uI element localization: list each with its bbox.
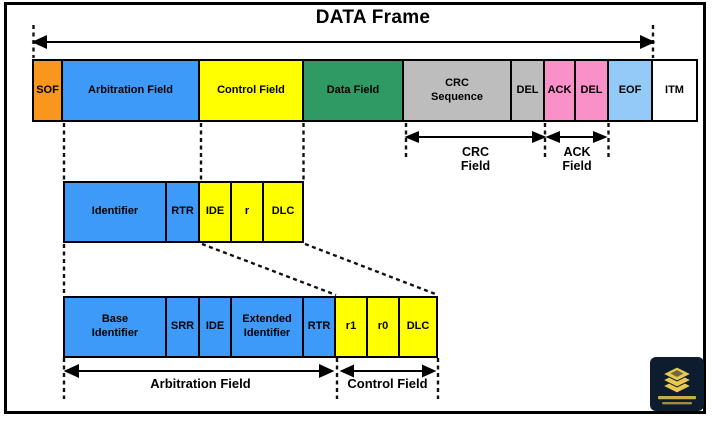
crc-field-span-arrow <box>404 131 547 143</box>
std-ide: IDE <box>200 181 232 243</box>
arbitration-field-label: Arbitration Field <box>150 376 251 391</box>
field-ack-del: DEL <box>576 59 609 122</box>
field-control: Control Field <box>200 59 304 122</box>
ext-ide: IDE <box>200 296 232 358</box>
ext-r1: r1 <box>336 296 368 358</box>
crc-field-label: CRC Field <box>460 145 491 174</box>
diagram-title: DATA Frame <box>315 7 431 28</box>
ext-extended-identifier: Extended Identifier <box>232 296 304 358</box>
field-ack: ACK <box>545 59 576 122</box>
ext-dlc: DLC <box>400 296 438 358</box>
ack-field-label: ACK Field <box>562 145 592 174</box>
field-eof: EOF <box>609 59 653 122</box>
field-itm: ITM <box>653 59 698 122</box>
field-data: Data Field <box>304 59 404 122</box>
ext-r0: r0 <box>368 296 400 358</box>
data-frame-span-arrow <box>31 34 656 50</box>
control-field-label: Control Field <box>347 376 428 391</box>
std-r: r <box>232 181 264 243</box>
stacked-books-icon <box>658 366 696 405</box>
ext-rtr: RTR <box>304 296 336 358</box>
ext-base-identifier: Base Identifier <box>63 296 167 358</box>
logo-emblem-detail <box>670 370 684 377</box>
logo-text-line-1 <box>658 396 696 400</box>
ack-field-span-arrow <box>545 131 608 143</box>
ext-srr: SRR <box>167 296 200 358</box>
field-crc-del: DEL <box>512 59 545 122</box>
field-crc-sequence: CRC Sequence <box>404 59 512 122</box>
control-field-span-arrow <box>339 364 437 378</box>
publisher-logo <box>650 357 704 411</box>
field-arbitration: Arbitration Field <box>63 59 200 122</box>
field-sof: SOF <box>32 59 63 122</box>
arbitration-field-span-arrow <box>63 363 335 379</box>
std-rtr: RTR <box>167 181 200 243</box>
std-identifier: Identifier <box>63 181 167 243</box>
std-dlc: DLC <box>264 181 304 243</box>
logo-text-line-2 <box>662 402 692 405</box>
